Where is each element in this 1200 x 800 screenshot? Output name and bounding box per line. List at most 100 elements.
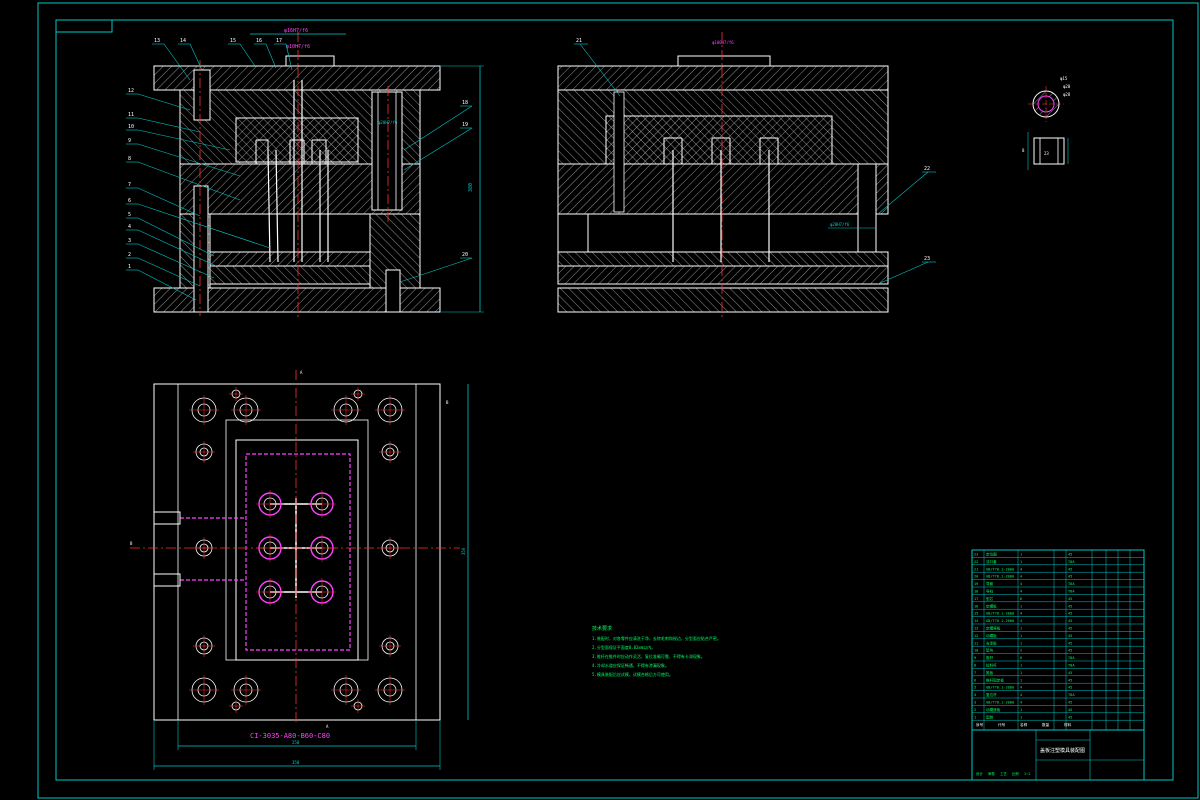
title-footer-cell: 1:1 bbox=[1024, 772, 1030, 776]
bom-cell: 10 bbox=[974, 649, 978, 653]
bom-cell: 型芯 bbox=[986, 596, 994, 601]
detail-dim-28: φ28 bbox=[1063, 92, 1071, 97]
bom-cell: T8A bbox=[1068, 560, 1075, 564]
side-section-view: φ100H7/f6 φ20H7/f6 bbox=[557, 32, 889, 318]
bom-cell: 4 bbox=[1020, 590, 1022, 594]
section-mark-a1: A bbox=[300, 370, 303, 375]
bom-cell: 45 bbox=[1068, 634, 1072, 638]
notes-line-1: 1.装配时，对各零件应清洗干净，去除毛刺和锐边，分型面应贴合严密。 bbox=[592, 635, 721, 641]
plan-plate-strip-right bbox=[415, 383, 441, 721]
corner-tag bbox=[55, 19, 113, 33]
side-locating-ring bbox=[677, 55, 771, 67]
side-cavity-insert bbox=[605, 115, 833, 165]
bom-cell: 导柱 bbox=[986, 589, 994, 594]
bom-cell: 23 bbox=[974, 553, 978, 557]
bom-cell: 动模座板 bbox=[986, 707, 1001, 712]
front-balloon-10: 10 bbox=[128, 124, 134, 130]
bom-cell: 15 bbox=[974, 612, 978, 616]
bom-cell: 45 bbox=[1068, 627, 1072, 631]
guide-pillar-right bbox=[371, 91, 403, 211]
bom-cell: 定模座板 bbox=[986, 626, 1001, 631]
bom-cell: 4 bbox=[1020, 612, 1022, 616]
sprue-bushing-flange bbox=[285, 55, 335, 67]
bom-cell: 45 bbox=[1068, 553, 1072, 557]
bom-cell: 4 bbox=[1020, 567, 1022, 571]
bom-cell: 45 bbox=[1068, 715, 1072, 719]
front-balloon-17: 17 bbox=[276, 38, 282, 44]
bom-cell: T8A bbox=[1068, 664, 1075, 668]
notes-line-3: 3.推杆在推件时应动作灵活，复位准确可靠，不得有卡滞现象。 bbox=[592, 653, 705, 659]
bom-cell: 1 bbox=[1020, 671, 1022, 675]
side-balloon-23: 23 bbox=[924, 256, 930, 262]
dim-top2-label: φ10H7/f6 bbox=[286, 44, 310, 50]
bom-cell: 45 bbox=[1068, 701, 1072, 705]
bom-cell: 4 bbox=[1020, 582, 1022, 586]
front-balloon-9: 9 bbox=[128, 138, 131, 144]
side-ejector-retainer bbox=[557, 251, 889, 267]
bom-cell: T8A bbox=[1068, 693, 1075, 697]
bom-cell: GB/T70.1-2000 bbox=[986, 612, 1014, 616]
front-balloon-8: 8 bbox=[128, 156, 131, 162]
bom-cell: 9 bbox=[974, 656, 976, 660]
notes-line-2: 2.分型面保证平面度0.02mm以内。 bbox=[592, 644, 655, 650]
plan-cooling-channel bbox=[245, 453, 351, 651]
detail-section bbox=[1033, 137, 1065, 165]
side-spacer-right bbox=[857, 163, 877, 253]
detail-dim-20: φ20 bbox=[1063, 84, 1071, 89]
detail-dim-8: 8 bbox=[1022, 148, 1025, 153]
bom-cell: 推板 bbox=[986, 670, 994, 675]
bom-cell: 导套 bbox=[986, 581, 994, 586]
dim-right-label: 380 bbox=[468, 183, 474, 192]
plan-cavities bbox=[256, 490, 336, 606]
bom-cell: 1 bbox=[1020, 641, 1022, 645]
plan-dim-side: 350 bbox=[461, 547, 466, 555]
plan-fitting-top bbox=[153, 511, 181, 525]
bom-cell: 21 bbox=[974, 567, 978, 571]
bom-cell: 4 bbox=[1020, 619, 1022, 623]
plan-cavity-outline bbox=[225, 419, 369, 661]
front-balloon-11: 11 bbox=[128, 112, 134, 118]
bom-cell: 定模板 bbox=[986, 603, 997, 608]
side-guide-left bbox=[613, 91, 625, 213]
plan-holes bbox=[189, 387, 405, 713]
bom-cell: 复位杆 bbox=[986, 692, 997, 697]
bom-cell: GB/T70.1-2000 bbox=[986, 701, 1014, 705]
bom-header: 材料 bbox=[1064, 722, 1072, 727]
bom-cell: 45 bbox=[1068, 708, 1072, 712]
bom-header: 数量 bbox=[1042, 722, 1050, 727]
side-ejector-plate bbox=[557, 265, 889, 285]
bom-cell: 13 bbox=[974, 627, 978, 631]
drawing-title: 盖板注塑模具装配图 bbox=[1040, 747, 1085, 754]
bom-cell: 45 bbox=[1068, 686, 1072, 690]
bom-cell: 5 bbox=[974, 686, 976, 690]
bom-cell: GB/T70.1-2000 bbox=[986, 575, 1014, 579]
top-plan-view: CI-3035-A80-B60-C80 250 350 350 A A B B bbox=[130, 370, 469, 770]
front-balloon-4: 4 bbox=[128, 224, 131, 230]
bom-cell: 19 bbox=[974, 582, 978, 586]
side-cups bbox=[663, 137, 779, 164]
plan-part-code: CI-3035-A80-B60-C80 bbox=[250, 732, 330, 740]
front-balloon-12: 12 bbox=[128, 88, 134, 94]
bom-cell: 1 bbox=[1020, 553, 1022, 557]
notes-heading: 技术要求 bbox=[592, 625, 612, 632]
bom-cell: 拉料杆 bbox=[986, 663, 997, 668]
bom-cell: 4 bbox=[1020, 686, 1022, 690]
plan-dim-inner: 250 bbox=[292, 740, 300, 745]
bom-cell: 45 bbox=[1068, 678, 1072, 682]
screw-left-top bbox=[193, 69, 211, 121]
bom-cell: 浇口套 bbox=[986, 559, 997, 564]
bom-cell: 定位圈 bbox=[986, 552, 997, 557]
ejector-plate bbox=[209, 265, 371, 285]
bom-cell: 6 bbox=[1020, 656, 1022, 660]
bom-cell: 2 bbox=[1020, 649, 1022, 653]
bom-cell: T8A bbox=[1068, 656, 1075, 660]
ejector-retainer-plate bbox=[209, 251, 371, 267]
sheet-outer-frame bbox=[37, 2, 1199, 799]
section-mark-a2: A bbox=[326, 724, 329, 729]
notes-line-5: 5.模具装配后应试模，试模合格后方可使用。 bbox=[592, 671, 673, 677]
bom-cell: 4 bbox=[1020, 575, 1022, 579]
